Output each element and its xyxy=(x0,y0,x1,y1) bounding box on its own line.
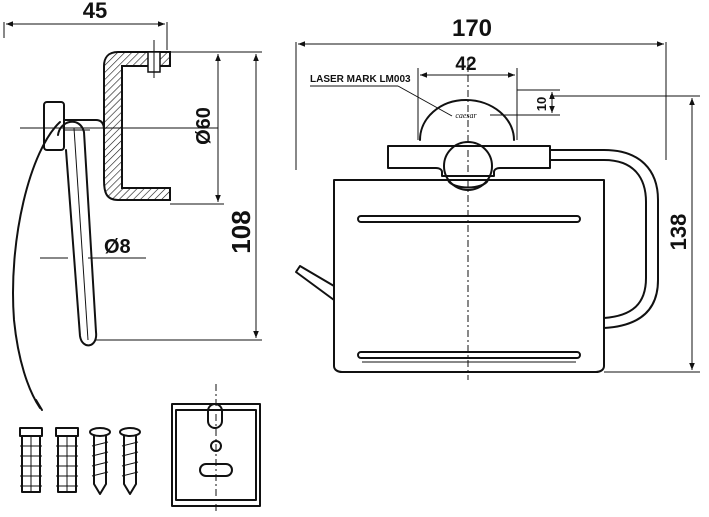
slot-top xyxy=(207,403,223,429)
dim-diam60-label: Ø60 xyxy=(193,107,215,145)
dim-108-label: 108 xyxy=(226,210,256,253)
dimension-138: 138 xyxy=(550,95,700,373)
bracket-section xyxy=(103,40,171,201)
dim-138-label: 138 xyxy=(666,214,691,251)
dim-diam8-label: Ø8 xyxy=(104,236,131,258)
laser-mark-callout: LASER MARK LM003 xyxy=(310,74,453,117)
dimension-45: 45 xyxy=(3,0,168,50)
rod-loop-inner xyxy=(549,159,647,319)
rod-loop xyxy=(549,149,659,329)
mounting-plate-view xyxy=(171,384,261,512)
side-view: 45 Ø60 xyxy=(3,0,262,411)
dimension-108: 108 xyxy=(96,51,262,341)
cover-flap xyxy=(12,121,61,409)
dim-42-label: 42 xyxy=(455,54,476,75)
rod-end xyxy=(295,265,335,301)
wall-plate xyxy=(43,101,65,151)
logo-text: caesar xyxy=(455,111,477,120)
dimension-170: 170 xyxy=(295,15,667,170)
hardware xyxy=(19,427,141,495)
front-view: 170 42 LASER MARK LM003 10 138 xyxy=(295,15,700,380)
laser-mark-label: LASER MARK LM003 xyxy=(310,74,411,85)
rod xyxy=(57,120,98,347)
dim-10-label: 10 xyxy=(534,97,549,111)
wall-anchor-2 xyxy=(55,427,79,493)
logo-plate: caesar xyxy=(419,99,515,141)
wall-anchor-1 xyxy=(19,427,43,493)
groove-bottom-1 xyxy=(357,351,581,359)
dimension-diam8: Ø8 xyxy=(40,236,146,259)
mounting-bar xyxy=(387,145,551,177)
screw-1 xyxy=(89,427,111,495)
dim-45-label: 45 xyxy=(83,0,107,23)
dim-170-label: 170 xyxy=(452,15,492,42)
groove-top xyxy=(357,215,581,223)
screw-2 xyxy=(119,427,141,495)
cover-body xyxy=(333,179,605,373)
